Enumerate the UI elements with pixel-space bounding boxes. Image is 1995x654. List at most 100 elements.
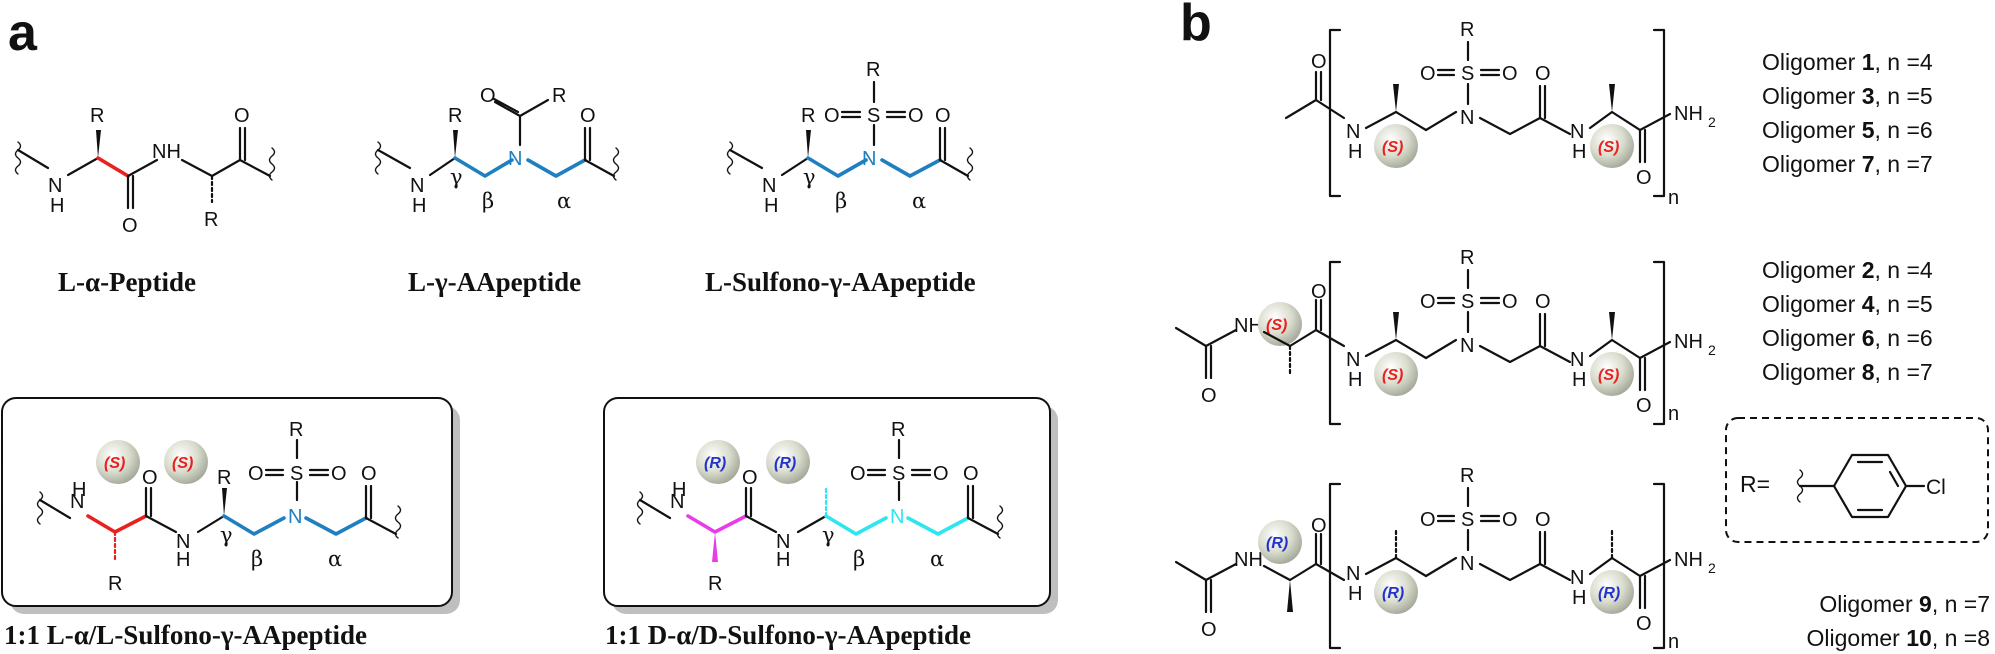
s-atom: S <box>1461 291 1474 313</box>
o-atom: O <box>480 85 496 107</box>
oligomer-entry: Oligomer 6, n =6 <box>1762 325 1933 351</box>
stereo-s-label: (S) <box>1382 139 1403 156</box>
r-atom: R <box>801 105 815 127</box>
oligomer-number: 4 <box>1862 291 1875 317</box>
oligomer-row-1-structure: O (S) N H N S R O O O (S) N H O NH 2 n <box>1284 19 1716 209</box>
oligomer-n-value: , n =7 <box>1875 359 1933 385</box>
o-atom: O <box>1636 395 1652 417</box>
h-atom: H <box>1348 369 1362 391</box>
oligomer-entry: Oligomer 2, n =4 <box>1762 257 1933 283</box>
beta-label: β <box>251 547 263 571</box>
nh2-atom: NH <box>1674 331 1703 353</box>
h-atom: H <box>50 195 64 217</box>
stereo-s-label: (S) <box>1598 367 1619 384</box>
nh-atom: N <box>1570 121 1584 143</box>
oligomer-entry: Oligomer 9, n =7 <box>1819 591 1990 617</box>
nh-atom: NH <box>152 141 181 163</box>
oligomer-entry: Oligomer 3, n =5 <box>1762 83 1933 109</box>
s-atom: S <box>867 105 880 127</box>
stereo-s-label: (S) <box>1598 139 1619 156</box>
oligomer-row-2-structure: O NH (S) O (S) N H N S R O O O (S) N H <box>1174 247 1716 426</box>
subscript-2: 2 <box>1708 560 1716 576</box>
r-atom: R <box>708 573 722 595</box>
oligomer-entry: Oligomer 10, n =8 <box>1807 625 1990 651</box>
o-atom: O <box>1502 291 1518 313</box>
o-atom: O <box>1535 291 1551 313</box>
oligomer-number: 5 <box>1862 117 1875 143</box>
stereo-r-label: (R) <box>774 455 796 472</box>
n-atom: N <box>1460 553 1474 575</box>
subscript-2: 2 <box>1708 342 1716 358</box>
oligomer-n-value: , n =7 <box>1875 151 1933 177</box>
o-atom: O <box>1420 63 1436 85</box>
oligomer-number: 6 <box>1862 325 1875 351</box>
nh-atom: N <box>48 175 62 197</box>
gamma-label: γ <box>822 523 835 547</box>
beta-label: β <box>482 189 494 213</box>
o-atom: O <box>1201 385 1217 407</box>
oligomer-row-3-structure: O NH (R) O (R) N H N S R O O O (R) N H <box>1174 465 1716 653</box>
oligomer-entry: Oligomer 7, n =7 <box>1762 151 1933 177</box>
gamma-aapeptide-structure: N H R γ β N O R α O <box>374 85 620 217</box>
o-atom: O <box>908 105 924 127</box>
alpha-label: α <box>557 189 571 213</box>
o-atom: O <box>122 215 138 237</box>
h-atom: H <box>1348 141 1362 163</box>
oligomer-label: Oligomer <box>1762 325 1862 351</box>
h-atom: H <box>1348 583 1362 605</box>
beta-label: β <box>835 189 847 213</box>
o-atom: O <box>1636 167 1652 189</box>
r-substituent-label: R= <box>1740 471 1770 497</box>
stereo-r-label: (R) <box>1266 535 1288 552</box>
nh-atom: N <box>410 175 424 197</box>
hybrid-L-structure: N H (S) R O (S) N H R γ β N S R O O α O <box>36 419 402 595</box>
oligomer-n-value: , n =6 <box>1875 117 1933 143</box>
gamma-label: γ <box>220 523 233 547</box>
nh-atom: N <box>1570 567 1584 589</box>
oligomer-n-value: , n =5 <box>1875 291 1933 317</box>
oligomer-label: Oligomer <box>1762 49 1862 75</box>
o-atom: O <box>1502 63 1518 85</box>
oligomer-entry: Oligomer 8, n =7 <box>1762 359 1933 385</box>
stereo-r-label: (R) <box>1382 585 1404 602</box>
oligomer-n-value: , n =8 <box>1932 625 1990 651</box>
r-atom: R <box>448 105 462 127</box>
n-atom: N <box>508 148 522 170</box>
nh2-atom: NH <box>1674 549 1703 571</box>
o-atom: O <box>1311 515 1327 537</box>
n-atom: N <box>288 506 302 528</box>
o-atom: O <box>1201 619 1217 641</box>
stereo-s-label: (S) <box>104 455 125 472</box>
s-atom: S <box>1461 509 1474 531</box>
s-atom: S <box>892 463 905 485</box>
oligomer-number: 9 <box>1919 591 1932 617</box>
r-substituent-box: R= Cl <box>1725 417 1989 543</box>
o-atom: O <box>234 105 250 127</box>
repeat-n-label: n <box>1668 631 1679 653</box>
subscript-2: 2 <box>1708 114 1716 130</box>
r-atom: R <box>1460 465 1474 487</box>
h-atom: H <box>1572 141 1586 163</box>
alpha-label: α <box>912 189 926 213</box>
h-atom: H <box>1572 369 1586 391</box>
nh-atom: N <box>176 531 190 553</box>
o-atom: O <box>824 105 840 127</box>
o-atom: O <box>850 463 866 485</box>
stereo-r-label: (R) <box>704 455 726 472</box>
r-atom: R <box>217 467 231 489</box>
repeat-n-label: n <box>1668 403 1679 425</box>
oligomer-label: Oligomer <box>1762 359 1862 385</box>
cl-atom: Cl <box>1926 476 1946 499</box>
caption-gamma-aapeptide: L-γ-AApeptide <box>408 267 581 297</box>
o-atom: O <box>361 463 377 485</box>
o-atom: O <box>1420 291 1436 313</box>
oligomer-label: Oligomer <box>1762 151 1862 177</box>
h-atom: H <box>764 195 778 217</box>
nh-atom: N <box>670 491 684 513</box>
panel-b-label: b <box>1180 0 1212 52</box>
nh-atom: N <box>1346 121 1360 143</box>
nh-atom: N <box>1346 349 1360 371</box>
h-atom: H <box>412 195 426 217</box>
s-atom: S <box>1461 63 1474 85</box>
